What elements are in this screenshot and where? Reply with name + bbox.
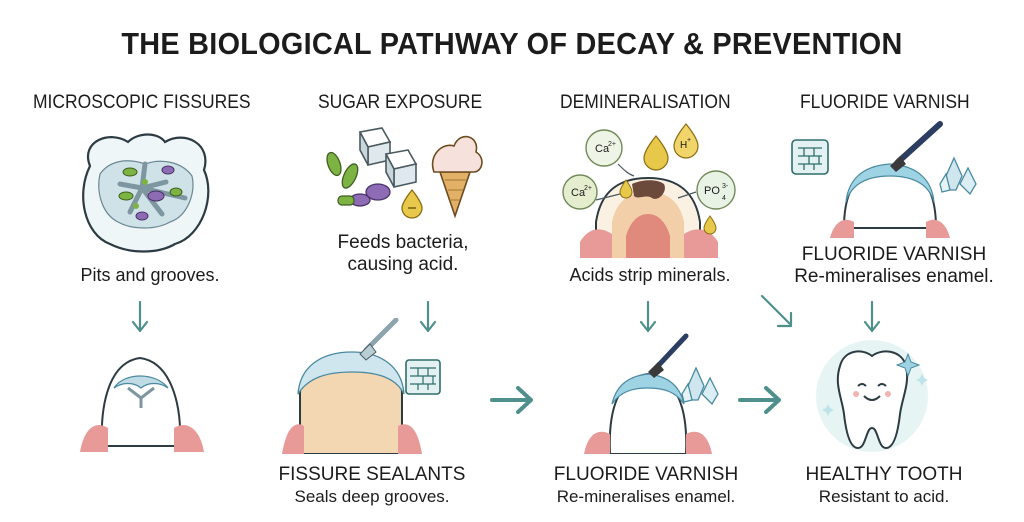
sugar-cube-icon — [358, 127, 418, 189]
varnish-brush-icon — [648, 333, 689, 378]
fluoride-varnish-desc: Re-mineralises enamel. — [556, 487, 736, 506]
caption-fluoride: FLUORIDE VARNISH Re-mineralises enamel. — [784, 244, 1004, 288]
healthy-tooth-title: HEALTHY TOOTH — [805, 464, 963, 485]
caption-demineralisation: Acids strip minerals. — [569, 265, 731, 285]
arrow-down-icon — [639, 300, 657, 333]
caption-fissures: Pits and grooves. — [80, 265, 220, 285]
ion-bubble-po4 — [696, 170, 736, 210]
header-fluoride-varnish: FLUORIDE VARNISH — [800, 92, 970, 113]
caption-sugar-line1: Feeds bacteria, — [337, 232, 469, 253]
acid-drop-icon — [643, 135, 669, 171]
arrow-down-icon — [863, 300, 881, 333]
caption-healthy-tooth: HEALTHY TOOTH Resistant to acid. — [784, 464, 984, 508]
varnish-brush-icon — [890, 121, 943, 172]
mineral-crystal-icon — [939, 156, 977, 196]
ion-bubble-ca-top — [585, 129, 623, 167]
ion-ca-charge: 2+ — [584, 185, 592, 192]
ion-po4-subscript: 4 — [722, 195, 726, 202]
header-microscopic-fissures: MICROSCOPIC FISSURES — [33, 92, 251, 113]
fissure-sealants-title: FISSURE SEALANTS — [278, 464, 466, 485]
bacteria-icon — [326, 151, 391, 207]
header-demineralisation: DEMINERALISATION — [560, 92, 731, 113]
caption-fluoride-title: FLUORIDE VARNISH — [801, 244, 987, 265]
fluoride-varnish-illustration — [791, 121, 977, 238]
arrow-right-icon — [490, 386, 533, 414]
arrow-right-icon — [738, 386, 781, 414]
healthy-tooth-desc: Resistant to acid. — [818, 487, 950, 506]
sugar-and-bacteria-illustration — [326, 127, 483, 219]
ion-bubble-ca-left — [562, 174, 598, 210]
fluoride-varnish-title: FLUORIDE VARNISH — [553, 464, 739, 485]
arrow-diagonal-icon — [760, 294, 793, 328]
fissured-tooth-side-illustration — [80, 356, 204, 452]
demineralisation-illustration: Ca 2+ Ca 2+ H + PO 3- 4 — [562, 123, 736, 258]
page-title: THE BIOLOGICAL PATHWAY OF DECAY & PREVEN… — [121, 26, 903, 61]
ion-ca-label: Ca — [571, 187, 586, 199]
ion-h-charge: + — [687, 137, 691, 144]
arrow-down-icon — [131, 300, 149, 333]
header-sugar-exposure: SUGAR EXPOSURE — [318, 92, 483, 113]
mineral-crystal-icon — [681, 366, 719, 406]
caption-fissure-sealants: FISSURE SEALANTS Seals deep grooves. — [262, 464, 482, 508]
caption-fluoride-desc: Re-mineralises enamel. — [794, 266, 994, 287]
fissure-sealant-illustration — [282, 318, 441, 454]
ion-ca-label: Ca — [595, 143, 610, 155]
caption-sugar-line2: causing acid. — [347, 254, 459, 275]
sparkle-icon — [895, 352, 921, 378]
enamel-brick-icon — [791, 139, 829, 175]
ion-po4-charge: 3- — [722, 183, 729, 190]
decay-cavity — [632, 180, 665, 199]
ion-po4-label: PO — [704, 185, 720, 197]
fluoride-varnish-bottom-illustration — [584, 333, 719, 454]
healthy-tooth-illustration — [816, 340, 928, 452]
caption-fluoride-varnish-bottom: FLUORIDE VARNISH Re-mineralises enamel. — [536, 464, 756, 508]
arrow-down-icon — [419, 300, 437, 333]
bacteria-icon — [118, 165, 183, 221]
caption-sugar: Feeds bacteria, causing acid. — [318, 232, 488, 276]
fissure-sealants-desc: Seals deep grooves. — [294, 487, 450, 506]
ice-cream-icon — [431, 135, 483, 219]
ion-h-label: H — [680, 140, 687, 151]
ion-ca-charge: 2+ — [608, 141, 616, 148]
sealant-applicator-icon — [359, 318, 399, 361]
fissured-molar-illustration — [82, 133, 210, 253]
acid-drop-icon — [401, 188, 423, 219]
enamel-brick-icon — [405, 359, 441, 395]
